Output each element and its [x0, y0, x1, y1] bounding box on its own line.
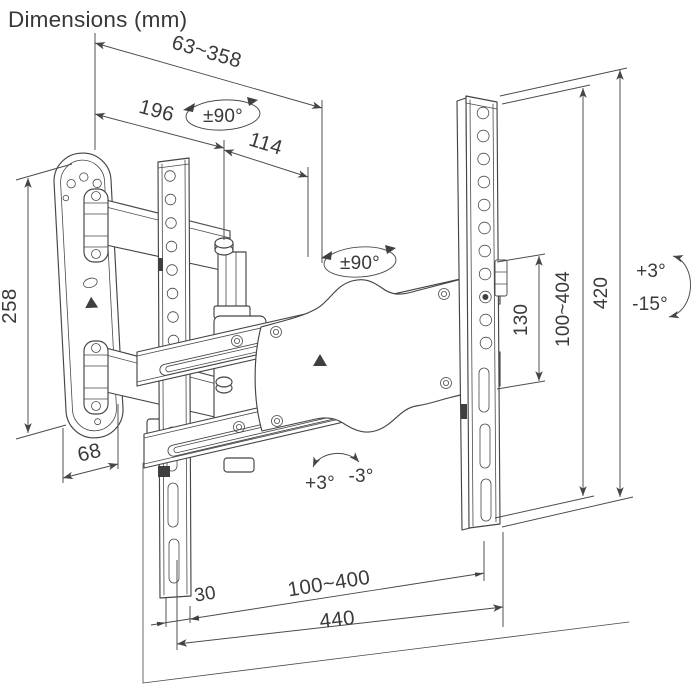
- vesa-adapter-plate: [231, 278, 471, 433]
- tilt-indicator: +3° -15°: [632, 255, 691, 319]
- lower-pivot-bolt: [215, 376, 233, 388]
- dim-arm-rear-length: 196: [94, 95, 225, 240]
- dim-bottom-chain: 30 100~400: [150, 541, 485, 627]
- plate-arrow-marker: [313, 354, 327, 366]
- dim-label-vesa-height-range: 100~404: [553, 271, 574, 347]
- level-plus-label: +3°: [305, 473, 335, 494]
- swivel-indicator-top: ±90°: [183, 97, 261, 131]
- dim-arm-front-length: 114: [223, 128, 309, 257]
- swivel-mid-label: ±90°: [340, 253, 380, 274]
- dim-label-wall-plate-height: 258: [0, 288, 21, 323]
- swivel-indicator-mid: ±90°: [321, 245, 397, 278]
- dim-label-vesa-width-range: 100~400: [286, 566, 372, 602]
- level-adjust-indicator: +3° -3°: [305, 452, 373, 494]
- dim-slot-span: 130: [496, 253, 546, 390]
- dim-vesa-height-range: 100~404: [494, 84, 595, 519]
- dim-label-arm-rear-length: 196: [137, 95, 177, 126]
- rail-lock-tab-right: [461, 404, 467, 419]
- rail-clip: [158, 466, 170, 477]
- dimension-annotations: 63~358 196 ±90° 114 258: [0, 31, 691, 650]
- dim-wall-plate-width: 68: [62, 404, 119, 483]
- swivel-top-label: ±90°: [203, 106, 243, 127]
- dim-label-extension-range: 63~358: [169, 31, 244, 73]
- tilt-down-label: -15°: [632, 294, 668, 315]
- dim-rail-height: 420: [499, 67, 634, 528]
- dim-label-crossbar-width: 440: [318, 606, 356, 633]
- perspective-guide-lines: [142, 462, 630, 684]
- mount-drawing: [53, 95, 508, 599]
- page-title: Dimensions (mm): [8, 7, 187, 32]
- tilt-up-label: +3°: [636, 261, 666, 282]
- level-minus-label: -3°: [348, 466, 373, 487]
- rail-lock-tab: [158, 258, 163, 271]
- dim-wall-plate-height: 258: [0, 163, 73, 440]
- dim-label-slot-span: 130: [511, 304, 532, 336]
- plate-screws: [231, 288, 452, 433]
- dim-label-rail-height: 420: [591, 277, 612, 309]
- dim-label-rail-offset: 30: [193, 583, 218, 607]
- rail-hook-clamp: [494, 259, 508, 297]
- dim-crossbar-width: 440: [176, 532, 504, 650]
- alignment-arrow-marker: [85, 296, 99, 309]
- lower-hinge: [83, 340, 109, 415]
- dim-label-wall-plate-width: 68: [75, 439, 103, 467]
- right-vesa-rail: [456, 95, 508, 531]
- upper-hinge: [83, 188, 109, 263]
- rail-screw: [482, 294, 489, 300]
- dim-label-arm-front-length: 114: [246, 128, 285, 160]
